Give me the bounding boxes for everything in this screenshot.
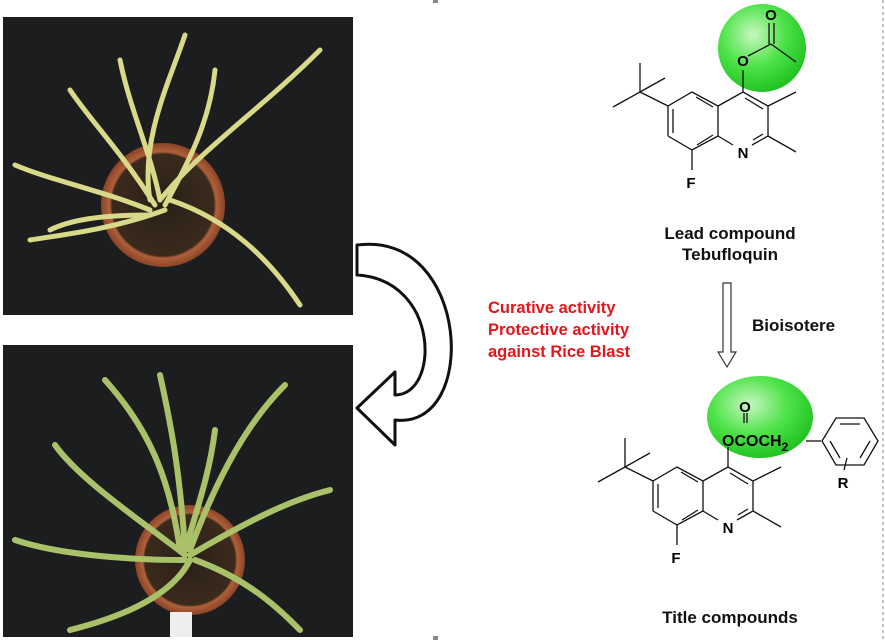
- caption-line: Lead compound: [664, 224, 796, 243]
- caption-line: Tebufloquin: [682, 245, 778, 264]
- atom-f: F: [686, 175, 695, 192]
- highlight-ellipse: [707, 376, 813, 458]
- activity-line: against Rice Blast: [488, 343, 631, 361]
- atom-f: F: [671, 550, 680, 567]
- bioisotere-label: Bioisotere: [752, 316, 836, 335]
- title-compounds-caption: Title compounds: [662, 608, 798, 627]
- activity-line: Curative activity: [488, 299, 616, 317]
- lead-compound-structure: O O N F: [612, 4, 806, 192]
- frame-mark: [433, 0, 438, 3]
- activity-text: Curative activity Protective activity ag…: [488, 297, 630, 363]
- atom-o: O: [739, 399, 751, 416]
- photo-diseased-plant: [3, 17, 353, 315]
- atom-o: O: [737, 53, 749, 70]
- atom-n: N: [738, 145, 749, 162]
- ester-group-label: OCOCH2: [722, 433, 789, 454]
- curved-arrow: [355, 242, 453, 447]
- title-compound-structure: O OCOCH2 N F R: [597, 376, 879, 567]
- atom-n: N: [723, 520, 734, 537]
- lead-compound-caption: Lead compound Tebufloquin: [640, 223, 820, 265]
- atom-r: R: [838, 475, 849, 492]
- down-arrow: [716, 282, 738, 369]
- frame-mark: [433, 636, 438, 640]
- atom-o: O: [765, 7, 777, 24]
- photo-healthy-plant: [3, 345, 353, 637]
- activity-line: Protective activity: [488, 321, 630, 339]
